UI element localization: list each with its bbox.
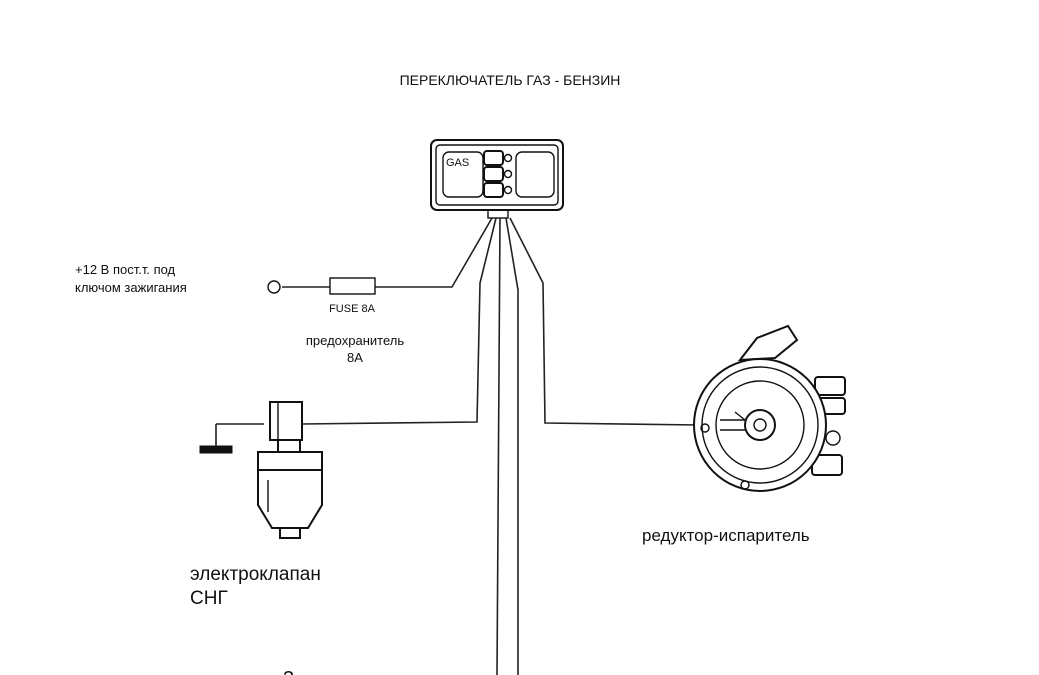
fuse-caption-line2: 8A xyxy=(347,350,363,365)
reducer-vaporizer xyxy=(693,324,846,492)
valve-caption-line2: СНГ xyxy=(190,588,228,609)
bottom-label-fragment: 3 xyxy=(283,668,294,675)
power-terminal xyxy=(267,280,281,294)
wire-down-1 xyxy=(496,217,501,675)
switch-indicator-3 xyxy=(483,182,504,198)
fuse: FUSE 8A предохранитель 8A xyxy=(306,277,404,365)
gas-button-label: GAS xyxy=(446,157,469,169)
wire-down-2 xyxy=(505,217,519,675)
power-label-line2: ключом зажигания xyxy=(75,280,187,295)
diagram-title: ПЕРЕКЛЮЧАТЕЛЬ ГАЗ - БЕНЗИН xyxy=(400,72,621,88)
valve-caption-line1: электроклапан xyxy=(190,564,321,585)
led-3 xyxy=(503,185,513,195)
reducer-right-fitting-1 xyxy=(814,376,846,396)
reducer-center-bolt xyxy=(753,418,767,432)
wiring-harness xyxy=(282,217,701,675)
ground-plate xyxy=(199,445,233,454)
fuse-body xyxy=(329,277,376,295)
ground-symbol xyxy=(199,423,264,454)
reducer-bolt-left xyxy=(700,423,710,433)
wire-reducer xyxy=(509,217,701,426)
wire-power xyxy=(375,217,493,288)
led-1 xyxy=(503,153,513,163)
switch-right-window xyxy=(515,151,555,198)
reducer-center-hub xyxy=(744,409,776,441)
reducer-top-fitting xyxy=(737,324,799,362)
valve-body xyxy=(257,469,323,529)
reducer-inlet xyxy=(720,411,746,431)
switch-inner-frame xyxy=(435,144,559,206)
led-2 xyxy=(503,169,513,179)
wire-valve xyxy=(301,217,497,425)
valve-neck xyxy=(277,439,301,453)
switch-indicator-1 xyxy=(483,150,504,166)
power-label-line1: +12 В пост.т. под xyxy=(75,262,176,277)
valve-cap xyxy=(257,451,323,471)
reducer-bolt-bottom xyxy=(740,480,750,490)
fuse-caption-line1: предохранитель xyxy=(306,333,404,348)
gas-petrol-switch: GAS xyxy=(430,139,564,219)
reducer-caption: редуктор-испаритель xyxy=(642,526,810,545)
reducer-bolt-right xyxy=(825,430,841,446)
switch-indicator-2 xyxy=(483,166,504,182)
switch-connector xyxy=(487,209,509,219)
valve-outlet xyxy=(279,527,301,539)
lpg-solenoid-valve xyxy=(257,401,323,539)
fuse-tag: FUSE 8A xyxy=(329,303,376,315)
reducer-diaphragm xyxy=(715,380,805,470)
valve-coil xyxy=(269,401,303,441)
